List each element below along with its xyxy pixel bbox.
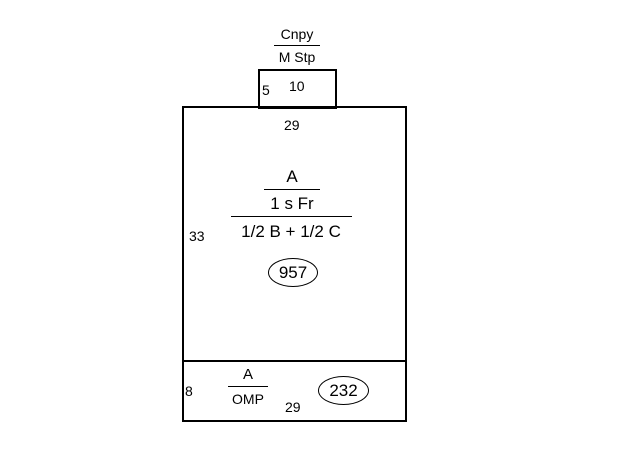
canopy-box — [258, 69, 337, 109]
main-area-label-bar2 — [231, 216, 352, 217]
main-area-label-line1: A — [286, 167, 298, 186]
lower-area-box — [182, 360, 407, 422]
lower-area-label-numerator: A — [242, 366, 253, 383]
main-area-dim-left: 33 — [189, 228, 205, 244]
lower-area-value-oval — [318, 376, 369, 405]
lower-area-label-denominator: OMP — [232, 391, 264, 407]
lower-area-dim-left: 8 — [185, 383, 193, 399]
main-area-label-bar1 — [264, 189, 320, 190]
main-area-dim-top: 29 — [284, 117, 300, 133]
canopy-label-denominator: M Stp — [278, 49, 316, 65]
lower-area-dim-bottom: 29 — [285, 399, 301, 415]
main-area-label-line2: 1 s Fr — [270, 194, 314, 213]
canopy-dim-left: 5 — [262, 82, 270, 98]
main-area-value-oval — [268, 258, 318, 287]
lower-area-value: 232 — [329, 381, 358, 400]
canopy-label-fraction-bar — [274, 45, 320, 46]
main-area-value: 957 — [278, 263, 308, 282]
canopy-dim-top: 10 — [289, 78, 305, 94]
canopy-label-numerator: Cnpy — [280, 26, 314, 42]
main-area-label-line3: 1/2 B + 1/2 C — [241, 222, 341, 241]
lower-area-label-fraction-bar — [228, 386, 268, 387]
